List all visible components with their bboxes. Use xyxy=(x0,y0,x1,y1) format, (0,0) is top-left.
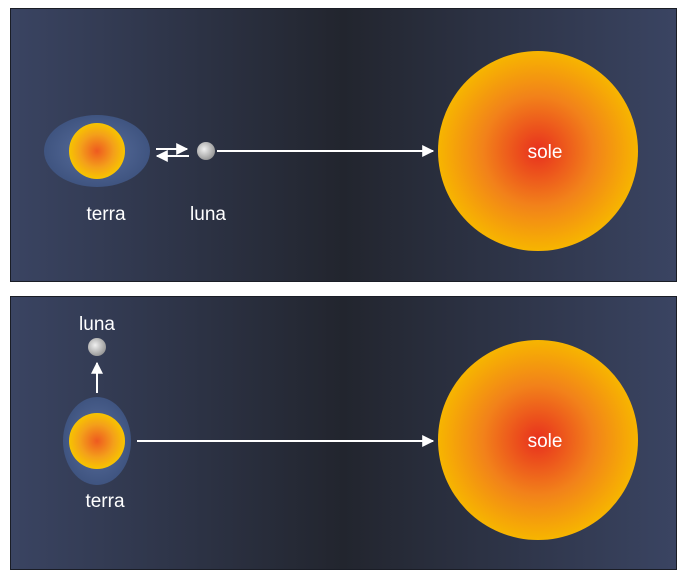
diagram-svg-aligned: terra luna sole xyxy=(11,9,676,281)
moon-icon xyxy=(88,338,106,356)
sun-icon xyxy=(438,340,638,540)
moon-label: luna xyxy=(79,314,115,335)
sun-label: sole xyxy=(528,142,563,163)
moon-icon xyxy=(197,142,215,160)
earth-icon xyxy=(69,413,125,469)
moon-label: luna xyxy=(190,204,226,225)
earth-label: terra xyxy=(86,204,126,225)
earth-label: terra xyxy=(85,491,125,512)
earth-icon xyxy=(69,123,125,179)
diagram-panel-quadrature: luna terra sole xyxy=(10,296,677,570)
exchange-arrows xyxy=(155,143,189,162)
sun-icon xyxy=(438,51,638,251)
sun-label: sole xyxy=(528,431,563,452)
diagram-svg-quadrature: luna terra sole xyxy=(11,297,676,569)
diagram-panel-aligned: terra luna sole xyxy=(10,8,677,282)
